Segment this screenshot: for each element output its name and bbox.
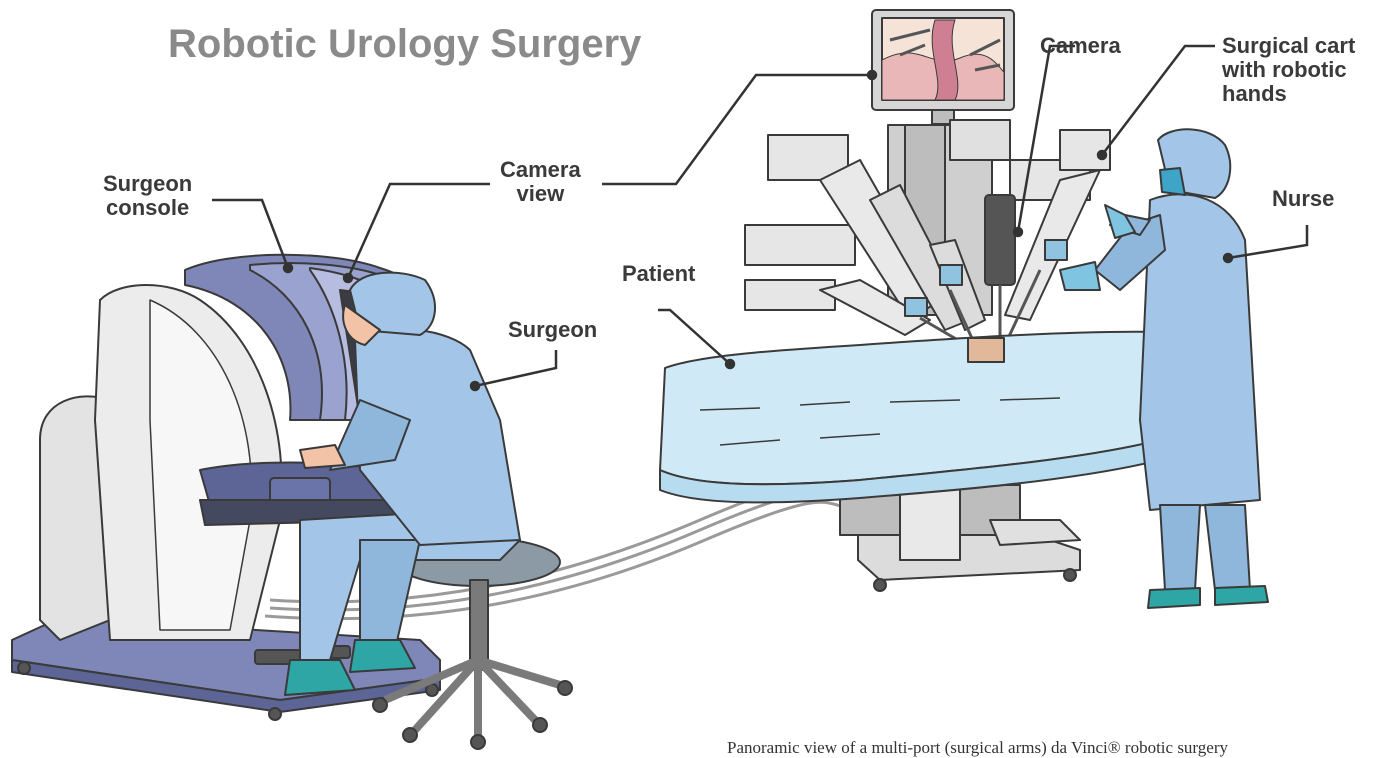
label-nurse: Nurse	[1272, 187, 1334, 211]
operating-table	[660, 332, 1160, 591]
label-camera: Camera	[1040, 34, 1121, 58]
label-surgeon-console-line1: Surgeon	[103, 172, 192, 196]
label-camera-view-line2: view	[500, 182, 581, 206]
leader-surgeon	[475, 350, 556, 386]
label-camera-view: Camera view	[500, 158, 581, 206]
label-surgeon-console-line2: console	[103, 196, 192, 220]
label-surgical-cart-line3: hands	[1222, 82, 1355, 106]
surgical-cart	[745, 120, 1110, 350]
figure-caption: Panoramic view of a multi-port (surgical…	[727, 738, 1228, 758]
leader-patient	[658, 310, 730, 364]
label-surgeon: Surgeon	[508, 318, 597, 342]
camera-view-monitor	[872, 10, 1014, 124]
label-patient: Patient	[622, 262, 695, 286]
label-surgical-cart-line2: with robotic	[1222, 58, 1355, 82]
label-surgeon-console: Surgeon console	[103, 172, 192, 220]
page-title: Robotic Urology Surgery	[168, 22, 641, 67]
label-camera-view-line1: Camera	[500, 158, 581, 182]
label-surgical-cart-line1: Surgical cart	[1222, 34, 1355, 58]
label-surgical-cart: Surgical cart with robotic hands	[1222, 34, 1355, 106]
